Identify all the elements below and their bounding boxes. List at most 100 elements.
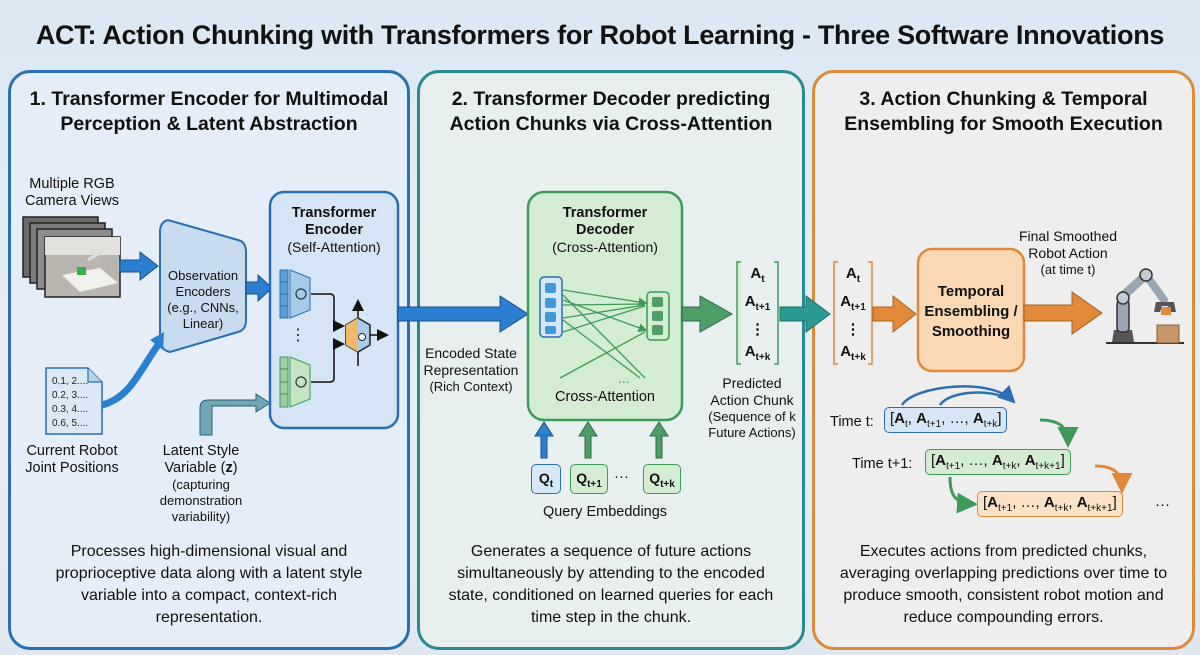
arrow-encoded-state	[397, 295, 529, 333]
joint-positions-document-icon	[45, 367, 103, 435]
latent-line-2-close: )	[232, 460, 238, 476]
chunk-subscript: t+k	[851, 352, 866, 363]
final-line-1: Final Smoothed	[1018, 228, 1118, 244]
predicted-chunk-vector: At At+1 ⋮ At+k	[737, 263, 778, 369]
query-subscript: t+k	[660, 478, 675, 490]
encoder-title-line-2: Encoder	[304, 222, 363, 238]
arrow-latent-to-encoder	[199, 393, 271, 436]
encoded-line-3: (Rich Context)	[429, 379, 513, 394]
camera-views-label: Multiple RGB Camera Views	[14, 176, 130, 210]
panel-2-heading: 2. Transformer Decoder predicting Action…	[420, 87, 802, 137]
predicted-line-3: (Sequence of k	[708, 409, 796, 424]
transformer-encoder-label: Transformer Encoder (Self-Attention)	[270, 205, 398, 256]
predicted-line-2: Action Chunk	[710, 392, 794, 408]
decoder-subtitle: (Cross-Attention)	[552, 239, 658, 255]
encoded-line-1: Encoded State	[425, 345, 517, 361]
chunk-entry: At+1	[744, 293, 771, 313]
obs-enc-line-2: Encoders	[175, 284, 231, 299]
temporal-ensembling-label: Temporal Ensembling / Smoothing	[918, 282, 1024, 342]
joint-positions-label: Current Robot Joint Positions	[14, 443, 130, 477]
seq-subscript: t+1	[926, 419, 942, 430]
diagram-title: ACT: Action Chunking with Transformers f…	[35, 20, 1165, 50]
joint-value: 0.2, 3....	[52, 390, 89, 401]
arrow-camera-to-encoder	[119, 250, 159, 282]
panel-1-heading-line-1: 1. Transformer Encoder for Multimodal	[29, 88, 389, 110]
arrow-decoder-to-chunk	[681, 295, 734, 333]
decoder-title-line-1: Transformer	[562, 205, 648, 221]
predicted-chunk-label: Predicted Action Chunk (Sequence of k Fu…	[696, 375, 808, 441]
sequence-time-t: [At, At+1, …, At+k]	[884, 407, 1008, 433]
joint-value: 0.3, 4....	[52, 404, 89, 415]
chunk-vertical-ellipsis: ⋮	[750, 321, 765, 338]
latent-style-label: Latent Style Variable (z) (capturing dem…	[146, 443, 256, 525]
final-action-label: Final Smoothed Robot Action (at time t)	[1008, 228, 1128, 278]
transformer-decoder-label: Transformer Decoder (Cross-Attention)	[528, 205, 682, 256]
transformer-decoder-block	[526, 190, 684, 422]
seq-subscript: t	[905, 419, 908, 430]
image-token-stack-icon	[279, 269, 311, 319]
sequence-trailing-ellipsis: ···	[1155, 496, 1170, 513]
joint-values-list: 0.1, 2.... 0.2, 3.... 0.3, 4.... 0.6, 5.…	[52, 375, 88, 431]
final-line-3: (at time t)	[1040, 262, 1096, 277]
arrow-obs-to-transformer	[245, 273, 273, 303]
latent-line-4: demonstration	[159, 493, 243, 508]
cross-attention-lines	[559, 289, 648, 379]
camera-views-icon	[22, 216, 121, 298]
query-token-t: Qt	[531, 464, 561, 494]
panel-2-description: Generates a sequence of future actions s…	[448, 543, 774, 626]
camera-label-line-1: Multiple RGB	[29, 176, 115, 192]
latent-line-2-text: Variable (	[164, 460, 226, 476]
latent-line-3: (capturing	[172, 477, 230, 492]
ensemble-line-2: Ensembling /	[924, 303, 1018, 320]
query-ellipsis: ···	[614, 468, 629, 485]
camera-label-line-2: Camera Views	[24, 193, 120, 209]
sequence-time-t2: [At+1, …, At+k, At+k+1]	[977, 491, 1123, 517]
cross-attention-label: Cross-Attention	[555, 389, 655, 405]
query-embeddings-label: Query Embeddings	[542, 504, 668, 520]
ensemble-line-3: Smoothing	[931, 323, 1011, 340]
encoded-state-label: Encoded State Representation (Rich Conte…	[416, 345, 526, 395]
panel-3-heading-line-1: 3. Action Chunking & Temporal	[859, 88, 1148, 110]
query-token-t1: Qt+1	[570, 464, 608, 494]
seq-subscript: t+k	[983, 419, 998, 430]
arrow-joints-to-encoder	[100, 342, 161, 409]
query-subscript: t+1	[587, 478, 602, 490]
panel-1-description: Processes high-dimensional visual and pr…	[55, 543, 363, 626]
obs-enc-line-4: Linear)	[182, 316, 224, 331]
arrow-chunk-to-ensembling	[779, 295, 831, 333]
arrow-time-t-arc-1	[900, 384, 1016, 406]
panel-1-heading: 1. Transformer Encoder for Multimodal Pe…	[11, 87, 407, 137]
chunk-entry: At+k	[840, 343, 866, 363]
panel-2-heading-line-1: 2. Transformer Decoder predicting	[451, 88, 771, 110]
chunk-subscript: t+k	[755, 352, 771, 363]
latent-line-1: Latent Style	[162, 443, 240, 459]
vertical-ellipsis-icon: ⋮	[290, 327, 306, 344]
chunk-vertical-ellipsis: ⋮	[845, 321, 861, 338]
latent-token-stack-icon	[279, 356, 311, 408]
arrow-query-t	[534, 421, 554, 459]
arrow-time-t1-down	[948, 476, 978, 514]
panel-3-heading: 3. Action Chunking & Temporal Ensembling…	[815, 87, 1192, 137]
chunk-subscript: t	[761, 274, 765, 285]
panel-3-description: Executes actions from predicted chunks, …	[839, 543, 1168, 626]
encoder-title-line-1: Transformer	[291, 205, 377, 221]
encoder-subtitle: (Self-Attention)	[287, 239, 381, 255]
joint-value: 0.1, 2....	[52, 376, 89, 387]
obs-enc-line-1: Observation	[167, 268, 239, 283]
predicted-line-4: Future Actions)	[708, 425, 796, 440]
chunk-entry: At	[845, 265, 861, 285]
latent-z-symbol: z	[225, 460, 233, 476]
panel-1-heading-line-2: Perception & Latent Abstraction	[60, 113, 358, 135]
latent-line-5: variability)	[171, 509, 231, 524]
decoder-title-line-2: Decoder	[575, 222, 635, 238]
sequence-time-t1: [At+1, …, At+k, At+k+1]	[925, 449, 1071, 475]
chunk-bracket-right	[774, 261, 779, 365]
chunk-entry: At+1	[840, 293, 866, 313]
arrow-query-t1	[578, 421, 598, 459]
time-t1-label: Time t+1:	[852, 456, 913, 472]
arrow-to-robot	[1023, 291, 1103, 335]
time-t-label: Time t:	[830, 414, 874, 430]
arrow-chunk-to-temporal	[872, 294, 917, 334]
joint-label-line-2: Joint Positions	[25, 460, 119, 476]
latent-line-2: Variable (z)	[146, 460, 256, 477]
